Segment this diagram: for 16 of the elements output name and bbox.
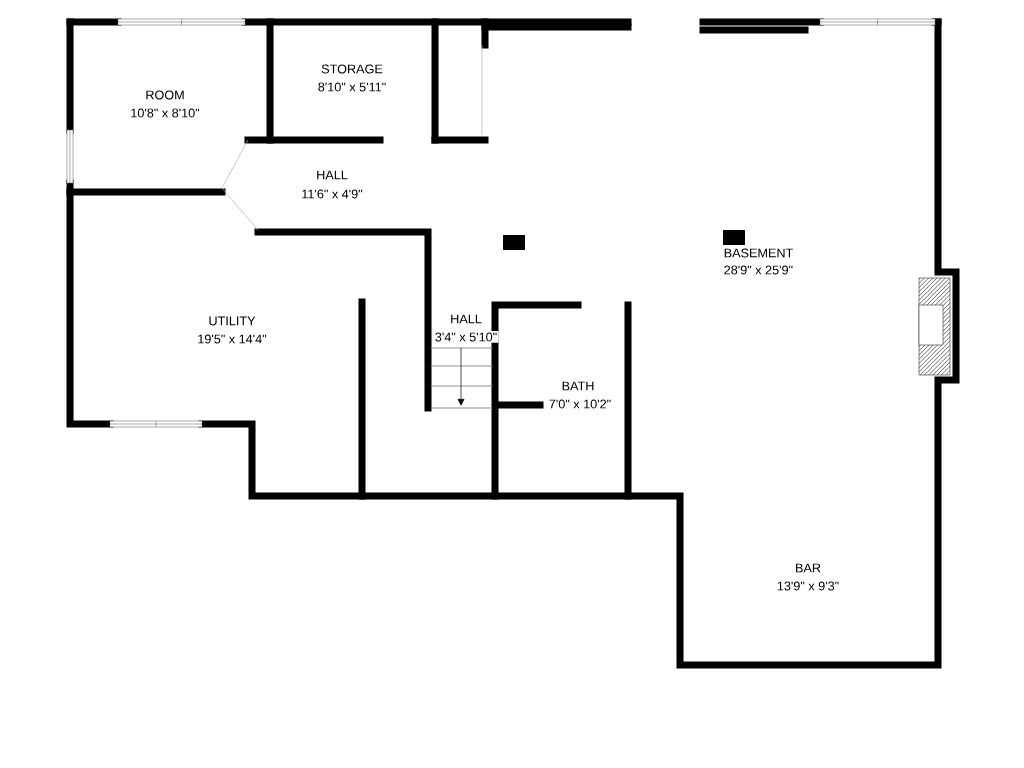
room-name: BASEMENT	[722, 247, 795, 259]
room-name: STORAGE	[319, 63, 385, 75]
room-dimensions: 10'8" x 8'10"	[128, 107, 202, 119]
room-name: ROOM	[143, 89, 187, 101]
room-dimensions: 11'6" x 4'9"	[299, 188, 365, 200]
room-dimensions: 19'5" x 14'4"	[195, 333, 269, 345]
room-dimensions: 3'4" x 5'10"	[433, 331, 499, 343]
room-name: HALL	[314, 169, 350, 181]
room-name: HALL	[448, 313, 484, 325]
room-dimensions: 28'9" x 25'9"	[722, 264, 795, 276]
room-dimensions: 7'0" x 10'2"	[547, 398, 613, 410]
room-dimensions: 13'9" x 9'3"	[775, 580, 841, 592]
room-name: UTILITY	[207, 315, 257, 327]
room-name: BAR	[793, 562, 823, 574]
room-name: BATH	[560, 380, 596, 392]
room-dimensions: 8'10" x 5'11"	[316, 81, 388, 93]
